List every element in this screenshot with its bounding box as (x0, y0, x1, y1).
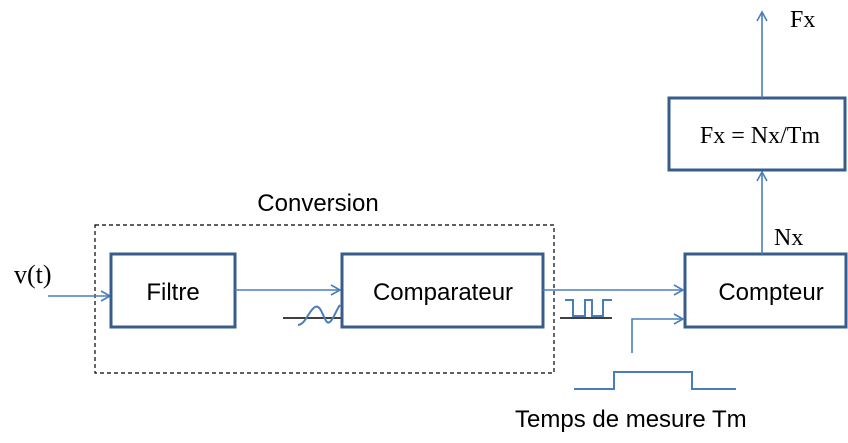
compteur-block (683, 252, 848, 329)
sine-wave-icon (283, 304, 342, 326)
comparateur-label: Comparateur (373, 279, 513, 306)
formula-block (667, 96, 847, 172)
measure-time-arrow (631, 313, 685, 353)
output-label: Fx (790, 7, 815, 33)
compteur-label: Compteur (718, 279, 823, 306)
input-label: v(t) (14, 260, 52, 289)
comparateur-block (340, 252, 545, 329)
square-wave-icon (560, 299, 612, 319)
conversion-group-box (94, 224, 555, 374)
measure-pulse-icon (574, 371, 736, 390)
formula-label: Fx = Nx/Tm (700, 123, 821, 149)
measure-time-label: Temps de mesure Tm (515, 406, 747, 433)
filtre-label: Filtre (146, 279, 199, 306)
conversion-label: Conversion (257, 190, 378, 217)
nx-label: Nx (774, 225, 803, 251)
